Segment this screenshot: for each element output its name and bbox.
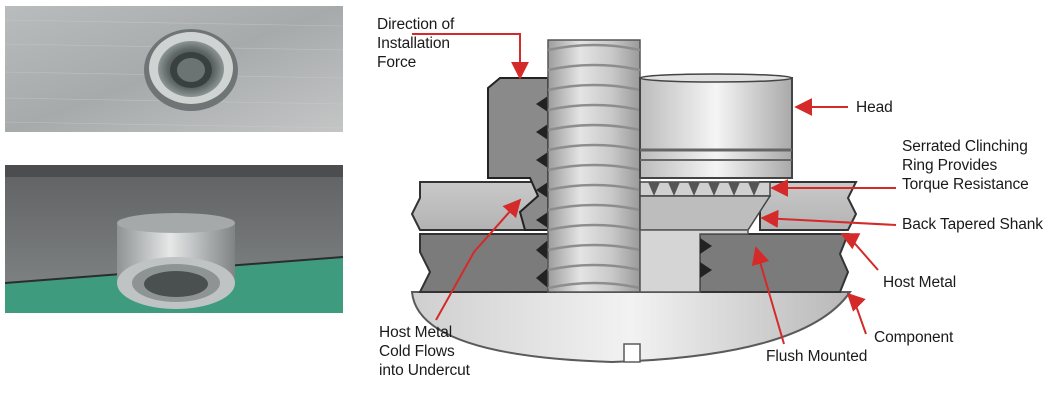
stud-threads (547, 43, 641, 290)
label-flush-line-1: Flush Mounted (766, 348, 868, 365)
label-flush: Flush Mounted (766, 347, 867, 366)
component-leader (846, 292, 867, 335)
label-direction-line-1: Direction of (377, 16, 455, 33)
label-shank: Back Tapered Shank (902, 215, 1043, 234)
label-direction: Direction of Installation Force (377, 15, 454, 72)
tapered-shank (639, 195, 772, 231)
slot (623, 343, 641, 363)
label-head: Head (856, 98, 893, 117)
label-serrated-line-2: Ring Provides (902, 157, 998, 174)
bottom-view-photo (5, 165, 343, 313)
label-cold-flow-line-2: Cold Flows (379, 343, 455, 360)
clinching-ring (639, 181, 771, 197)
label-serrated-line-1: Serrated Clinching (902, 138, 1028, 155)
shank-leader (760, 209, 897, 228)
label-host-metal: Host Metal (883, 273, 956, 292)
host-metal-leader (840, 233, 879, 271)
flush-teeth (700, 238, 712, 278)
label-serrated: Serrated Clinching Ring Provides Torque … (902, 137, 1029, 194)
label-host-metal-line-1: Host Metal (883, 274, 957, 291)
label-direction-line-3: Force (377, 54, 417, 71)
label-component-line-1: Component (874, 329, 954, 346)
lower-nut-section (639, 229, 749, 293)
cold-flow-leader (435, 198, 522, 321)
label-serrated-line-3: Torque Resistance (902, 176, 1029, 193)
label-head-line-1: Head (856, 99, 893, 116)
top-view-photo (5, 6, 343, 132)
lower-sheet (418, 233, 556, 293)
lower-sheet-right (699, 233, 850, 293)
nut-head (639, 73, 793, 179)
label-direction-line-2: Installation (377, 35, 450, 52)
label-cold-flow: Host Metal Cold Flows into Undercut (379, 323, 470, 380)
component-dome (410, 291, 852, 364)
nut-barrel (117, 213, 235, 309)
flush-leader (751, 246, 785, 345)
label-cold-flow-line-1: Host Metal (379, 324, 453, 341)
label-shank-line-1: Back Tapered Shank (902, 216, 1043, 233)
label-component: Component (874, 328, 953, 347)
direction-leader (412, 33, 529, 80)
label-cold-flow-line-3: into Undercut (379, 362, 470, 379)
thread-teeth-left (536, 96, 548, 288)
callout-leaders (412, 33, 897, 345)
nut-top-ring (144, 29, 238, 111)
